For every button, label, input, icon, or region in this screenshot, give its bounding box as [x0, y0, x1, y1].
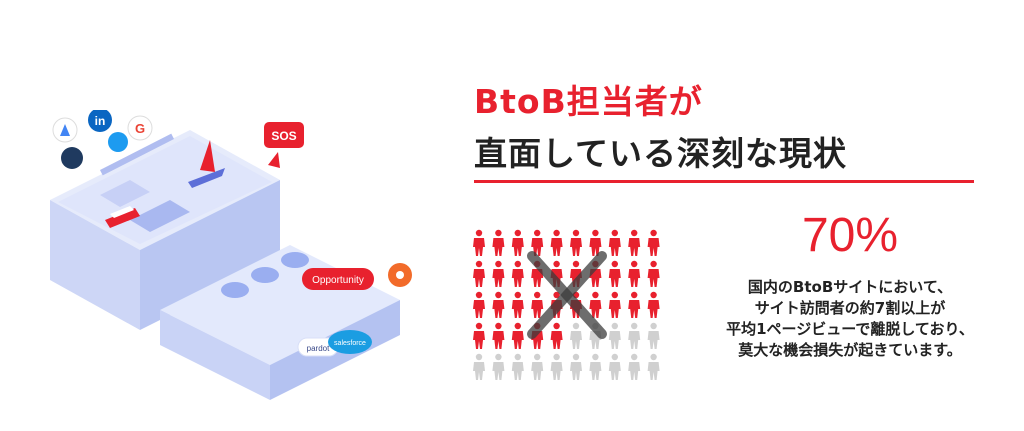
person-icon: [511, 260, 524, 287]
person-icon: [531, 353, 544, 380]
google-icon: G: [127, 115, 153, 141]
person-icon: [628, 291, 641, 318]
person-icon: [608, 229, 621, 256]
twitter-icon: [108, 132, 128, 152]
analytics-icon: [61, 147, 83, 169]
stat-description-line: 平均1ページビューで離脱しており、: [726, 320, 974, 338]
hubspot-icon: [388, 263, 412, 287]
person-icon: [608, 353, 621, 380]
sos-badge: SOS: [264, 122, 304, 168]
linkedin-icon: in: [88, 110, 112, 132]
person-icon: [628, 260, 641, 287]
person-icon: [492, 322, 505, 349]
person-icon: [589, 291, 602, 318]
person-icon: [492, 291, 505, 318]
person-icon: [647, 229, 660, 256]
person-icon: [550, 353, 563, 380]
opportunity-badge: Opportunity: [302, 268, 374, 290]
people-grid: [473, 229, 660, 380]
person-icon: [492, 260, 505, 287]
person-icon: [647, 291, 660, 318]
person-icon: [589, 229, 602, 256]
stat-description-line: 国内のBtoBサイトにおいて、: [747, 278, 953, 296]
person-icon: [628, 322, 641, 349]
person-icon: [608, 291, 621, 318]
svg-text:salesforce: salesforce: [334, 340, 366, 347]
person-icon: [492, 229, 505, 256]
person-icon: [473, 229, 485, 256]
person-icon: [511, 322, 524, 349]
person-icon: [511, 229, 524, 256]
stat-description-line: サイト訪問者の約7割以上が: [754, 299, 946, 317]
person-icon: [570, 229, 582, 256]
stat-description-line: 莫大な機会損失が起きています。: [738, 341, 962, 359]
sailboat-icon: [188, 140, 225, 188]
person-icon: [531, 229, 544, 256]
ads-icon: [52, 117, 78, 143]
person-icon: [647, 353, 660, 380]
stat-description: 国内のBtoBサイトにおいて、 サイト訪問者の約7割以上が 平均1ページビューで…: [680, 277, 1020, 361]
headline-line-2: 直面している深刻な現状: [474, 134, 848, 173]
person-icon: [473, 291, 485, 318]
person-icon: [589, 353, 602, 380]
boat-icon: [105, 206, 140, 228]
headline-line-1: BtoB担当者が: [474, 82, 703, 121]
salesforce-logo: salesforce: [328, 330, 372, 354]
person-icon: [550, 229, 563, 256]
svg-text:G: G: [135, 121, 145, 136]
person-icon: [473, 322, 485, 349]
person-icon: [628, 229, 641, 256]
person-icon: [550, 322, 563, 349]
svg-text:Opportunity: Opportunity: [312, 275, 364, 286]
isometric-website-illustration: SOS Opportunity pardot salesforce: [50, 110, 412, 400]
person-icon: [511, 353, 524, 380]
person-icon: [492, 353, 505, 380]
stat-percentage: 70%: [801, 209, 899, 262]
person-icon: [570, 322, 582, 349]
person-icon: [473, 260, 485, 287]
person-icon: [511, 291, 524, 318]
person-icon: [531, 291, 544, 318]
headline: BtoB担当者が 直面している深刻な現状: [474, 80, 974, 183]
person-icon: [647, 322, 660, 349]
svg-text:pardot: pardot: [307, 344, 330, 353]
cross-mark-icon: [527, 251, 607, 339]
svg-text:in: in: [95, 114, 106, 128]
person-icon: [570, 353, 582, 380]
person-icon: [608, 260, 621, 287]
person-icon: [608, 322, 621, 349]
person-icon: [473, 353, 485, 380]
svg-text:SOS: SOS: [271, 129, 296, 143]
headline-underline: [474, 180, 974, 183]
person-icon: [647, 260, 660, 287]
person-icon: [628, 353, 641, 380]
